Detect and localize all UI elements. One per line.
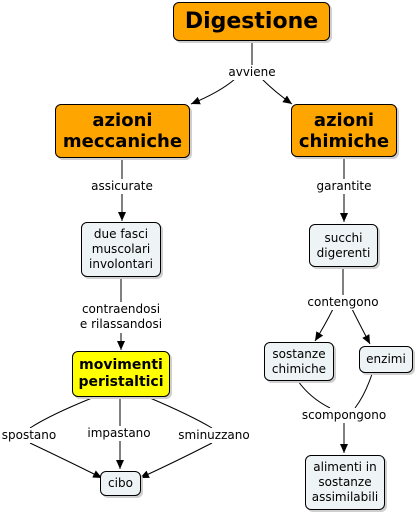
line-sostanze-scompongono: [297, 380, 331, 409]
node-alimenti-assimilabili[interactable]: alimenti in sostanze assimilabili: [305, 455, 385, 510]
link-label-sminuzzano: sminuzzano: [176, 428, 252, 443]
node-azioni-chimiche[interactable]: azioni chimiche: [291, 104, 397, 157]
node-movimenti-peristaltici[interactable]: movimenti peristaltici: [72, 351, 170, 397]
arrow-contengono-sostanze: [314, 308, 334, 342]
link-label-avviene: avviene: [226, 65, 278, 80]
link-label-contraendosi: contraendosi e rilassandosi: [77, 302, 165, 332]
node-cibo[interactable]: cibo: [100, 471, 141, 496]
link-label-assicurate: assicurate: [89, 179, 155, 194]
link-label-impastano: impastano: [85, 426, 153, 441]
link-label-garantite: garantite: [314, 179, 374, 194]
node-enzimi[interactable]: enzimi: [359, 346, 413, 373]
link-label-scompongono: scompongono: [299, 408, 389, 423]
arrow-avviene-chimiche: [261, 78, 293, 105]
node-digestione[interactable]: Digestione: [173, 2, 330, 41]
arrow-contengono-enzimi: [351, 308, 371, 345]
node-fasci-muscolari[interactable]: due fasci muscolari involontari: [81, 222, 161, 277]
arrow-sminuzzano-cibo: [139, 442, 213, 479]
line-movimenti-spostano: [29, 397, 93, 429]
node-azioni-meccaniche[interactable]: azioni meccaniche: [55, 104, 190, 158]
node-sostanze-chimiche[interactable]: sostanze chimiche: [264, 342, 334, 381]
link-label-spostano: spostano: [0, 428, 59, 443]
line-enzimi-scompongono: [354, 373, 373, 409]
line-movimenti-sminuzzano: [149, 397, 213, 429]
arrow-avviene-meccaniche: [190, 78, 236, 105]
link-label-contengono: contengono: [305, 295, 381, 310]
arrow-spostano-cibo: [29, 442, 103, 479]
node-succhi-digerenti[interactable]: succhi digerenti: [309, 224, 378, 267]
